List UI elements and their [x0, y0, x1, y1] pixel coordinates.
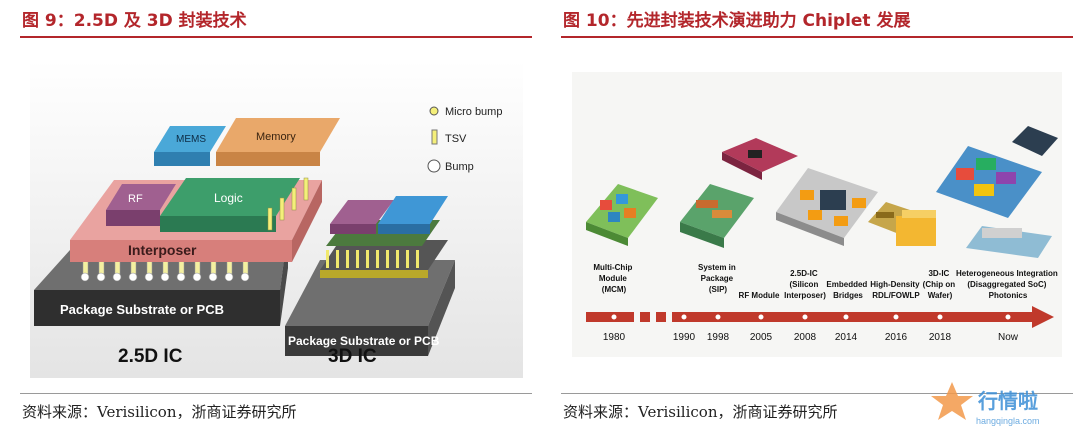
- source-rule-left: [20, 393, 532, 394]
- interposer-front: [70, 240, 292, 262]
- bump-icon: [427, 159, 441, 173]
- caption-2-5d: 2.5D IC: [118, 346, 183, 367]
- year-2018: 2018: [929, 332, 952, 343]
- watermark-domain: hangqingla.com: [976, 416, 1040, 426]
- timeline-arrowhead: [1032, 306, 1054, 328]
- year-2014: 2014: [835, 332, 858, 343]
- substrate-right-label: Package Substrate or PCB: [288, 334, 440, 348]
- source-rule-right: [561, 393, 1073, 394]
- mems-chip-top: [154, 126, 226, 152]
- source-note-left: 资料来源：Verisilicon，浙商证券研究所: [22, 403, 297, 421]
- memory-label: Memory: [256, 131, 296, 143]
- logic-label: Logic: [214, 191, 243, 205]
- substrate-right-front: [285, 326, 428, 356]
- tsv-icon: [431, 129, 438, 145]
- year-1990: 1990: [673, 332, 696, 343]
- year-1980: 1980: [603, 332, 626, 343]
- watermark-brand: 行情啦: [977, 389, 1038, 413]
- year-1998: 1998: [707, 332, 730, 343]
- rf-module-icon: [722, 138, 798, 180]
- title-rule-left: [20, 36, 532, 38]
- substrate-left-label: Package Substrate or PCB: [60, 302, 224, 317]
- stage-label-3d: 3D-IC (Chip on Wafer): [923, 269, 958, 300]
- year-2008: 2008: [794, 332, 817, 343]
- star-icon: [931, 382, 973, 420]
- caption-3d: 3D IC: [328, 346, 377, 367]
- figure-10-title: 图 10：先进封装技术演进助力 Chiplet 发展: [563, 11, 911, 31]
- 3d-ic-icon: [936, 126, 1058, 218]
- watermark-logo: 行情啦 hangqingla.com: [930, 380, 1075, 430]
- ic-packaging-diagram: Package Substrate or PCB Interposer RF L…: [30, 60, 523, 378]
- interposer-2-5d-icon: [776, 168, 878, 246]
- substrate-left-front: [34, 290, 280, 326]
- rf-label: RF: [128, 193, 143, 205]
- legend-micro-bump: Micro bump: [445, 106, 502, 118]
- timeline-bar: [672, 312, 1032, 322]
- sip-package-icon: [680, 184, 754, 248]
- timeline-markers: [610, 313, 1012, 321]
- timeline-segment-1: [586, 312, 634, 322]
- legend-tsv: TSV: [445, 133, 467, 145]
- figure-9-title: 图 9：2.5D 及 3D 封装技术: [22, 11, 247, 31]
- stage-label-sip: System in Package (SIP): [698, 263, 738, 294]
- source-note-right: 资料来源：Verisilicon，浙商证券研究所: [563, 403, 838, 421]
- year-now: Now: [998, 332, 1019, 343]
- year-2005: 2005: [750, 332, 773, 343]
- fowlp-icon: [896, 210, 936, 246]
- title-rule-right: [561, 36, 1073, 38]
- memory-chip-top: [216, 118, 340, 152]
- stage-label-bridges: Embedded Bridges: [826, 280, 869, 300]
- stage-label-rf: RF Module: [739, 291, 780, 300]
- stage-label-heterogeneous: Heterogeneous Integration (Disaggregated…: [956, 269, 1060, 300]
- micro-bump-icon: [429, 106, 439, 116]
- stage-label-fowlp: High-Density RDL/FOWLP: [870, 280, 922, 300]
- interposer-label: Interposer: [128, 242, 197, 258]
- stack-3d: [320, 196, 448, 278]
- mems-label: MEMS: [176, 134, 206, 145]
- 3d-memory-chip: [378, 196, 448, 224]
- 3d-rf-chip: [330, 200, 394, 224]
- year-2016: 2016: [885, 332, 908, 343]
- logic-chip-top: [160, 178, 300, 216]
- stage-label-mcm: Multi-Chip Module (MCM): [593, 263, 634, 294]
- rf-chip-top: [106, 184, 176, 210]
- stage-label-2-5d: 2.5D-IC (Silicon Interposer): [784, 269, 826, 300]
- heterogeneous-icon: [966, 226, 1052, 258]
- legend-bump: Bump: [445, 161, 474, 173]
- mcm-package-icon: [586, 184, 658, 246]
- packaging-evolution-diagram: Multi-Chip Module (MCM) System in Packag…: [572, 72, 1062, 357]
